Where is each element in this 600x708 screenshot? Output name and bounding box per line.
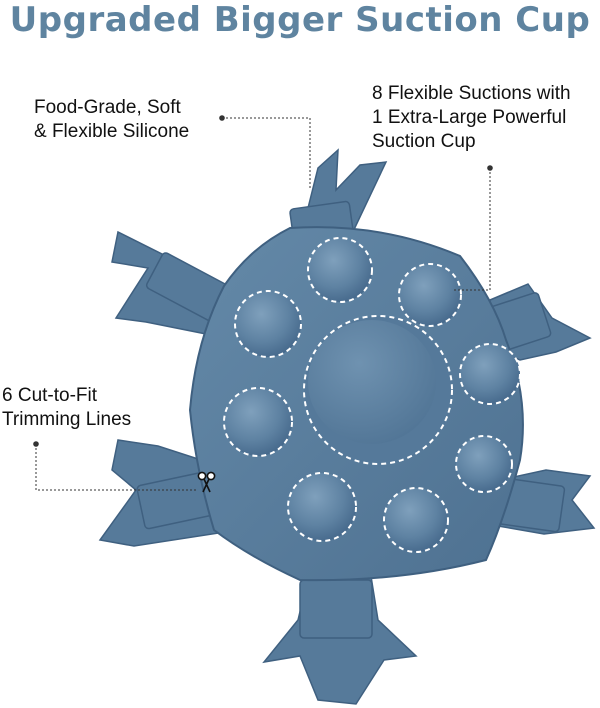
suction-cup [287,472,357,542]
suction-cup [234,290,302,358]
callout-suctions-line: 8 Flexible Suctions with [372,83,571,104]
callout-suctions-line: Suction Cup [372,131,476,152]
leader-lines [35,117,491,491]
clip-arm-top-left [111,230,241,339]
suction-cup [223,387,293,457]
suction-cup [398,263,462,327]
callout-trimming-line: Trimming Lines [2,409,132,430]
leader-line-suctions [452,168,491,291]
suction-cup [459,343,521,405]
leader-line-trimming [35,444,198,491]
callout-suctions-line: 1 Extra-Large Powerful [372,107,567,128]
large-suction-cup [303,315,453,465]
suction-cup [455,435,513,493]
callout-material: Food-Grade, Soft & Flexible Silicone [34,96,189,144]
page-title: Upgraded Bigger Suction Cup [9,0,591,40]
clip-arm-right-bottom [496,469,596,535]
suction-cup [307,237,373,303]
callout-trimming: 6 Cut-to-Fit Trimming Lines [2,384,131,432]
suction-cup [383,487,449,553]
leader-dots [33,115,493,447]
small-suction-cups [223,237,521,553]
clip-arm-bottom [262,569,418,705]
leader-line-material [222,117,311,188]
callout-material-line: & Flexible Silicone [34,121,190,142]
callout-trimming-line: 6 Cut-to-Fit [2,385,98,406]
callout-material-line: Food-Grade, Soft [34,97,181,118]
scissors-icon [197,471,216,493]
callout-suctions: 8 Flexible Suctions with 1 Extra-Large P… [372,82,571,154]
